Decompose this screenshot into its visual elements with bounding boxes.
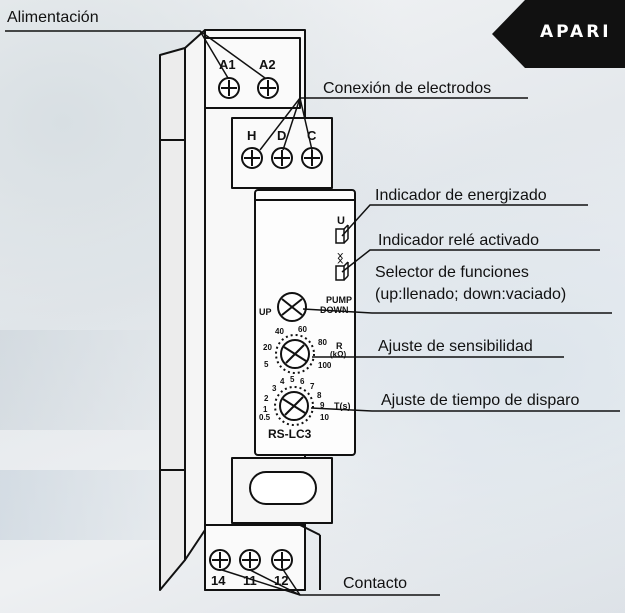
screw-12 <box>271 549 293 571</box>
terminal-label-d: D <box>277 128 287 143</box>
terminal-label-a2: A2 <box>259 57 276 72</box>
screw-11 <box>239 549 261 571</box>
selector-up-label: UP <box>259 307 272 317</box>
badge-arrow-shape <box>492 0 625 68</box>
sensitivity-unit-r: R <box>336 341 343 351</box>
time-tick: 1 <box>263 405 268 414</box>
time-tick: 7 <box>310 382 315 391</box>
time-tick: 5 <box>290 375 295 384</box>
selector-down-label: DOWN <box>320 305 349 315</box>
callout-selector: Selector de funciones <box>375 264 529 281</box>
selector-pump-label: PUMP <box>326 295 353 305</box>
callout-power: Alimentación <box>7 9 99 26</box>
sens-tick: 5 <box>264 360 269 369</box>
callout-contact: Contacto <box>343 575 408 592</box>
screw-a1 <box>218 77 240 99</box>
time-tick: 4 <box>280 377 285 386</box>
sensitivity-unit-k: (kΩ) <box>330 350 347 359</box>
top-terminal-block <box>204 37 301 109</box>
callout-electrodes: Conexión de electrodos <box>323 80 492 97</box>
led-relay-label: ᛝ <box>337 253 344 265</box>
function-selector-knob <box>277 292 307 322</box>
led-u-label: U <box>337 215 345 227</box>
rail-slot <box>249 471 317 505</box>
time-tick: 0.5 <box>259 413 271 422</box>
front-panel <box>254 189 356 456</box>
terminal-label-12: 12 <box>274 573 289 588</box>
sens-tick: 80 <box>318 338 327 347</box>
model-label: RS-LC3 <box>268 427 312 441</box>
time-tick: 10 <box>320 413 329 422</box>
badge-text: APARI <box>540 22 612 42</box>
screw-d <box>271 147 293 169</box>
time-tick: 9 <box>320 401 325 410</box>
leader-lines <box>5 30 620 596</box>
time-tick: 3 <box>272 384 277 393</box>
callout-sensitivity: Ajuste de sensibilidad <box>378 338 533 355</box>
callout-energized: Indicador de energizado <box>375 187 547 204</box>
time-unit-label: T(s) <box>334 401 351 411</box>
sens-tick: 40 <box>275 327 284 336</box>
terminal-label-a1: A1 <box>219 57 236 72</box>
terminal-label-c: C <box>307 128 317 143</box>
led-energized <box>335 228 345 244</box>
sens-tick: 20 <box>263 343 272 352</box>
terminal-label-11: 11 <box>243 573 257 588</box>
din-rail-clip <box>184 29 206 561</box>
time-tick: 6 <box>300 377 305 386</box>
sens-tick: 100 <box>318 361 332 370</box>
time-knob <box>274 386 314 426</box>
callout-trip-time: Ajuste de tiempo de disparo <box>381 392 580 409</box>
terminal-label-h: H <box>247 128 257 143</box>
sens-tick: 60 <box>298 325 307 334</box>
callout-relay: Indicador relé activado <box>378 232 539 249</box>
screw-14 <box>209 549 231 571</box>
screw-h <box>241 147 263 169</box>
led-relay <box>335 265 345 281</box>
sensitivity-knob <box>275 334 315 374</box>
screw-c <box>301 147 323 169</box>
callout-selector-detail: (up:llenado; down:vaciado) <box>375 286 567 303</box>
time-tick: 8 <box>317 391 322 400</box>
terminal-label-14: 14 <box>211 573 226 588</box>
screw-a2 <box>257 77 279 99</box>
time-tick: 2 <box>264 394 269 403</box>
